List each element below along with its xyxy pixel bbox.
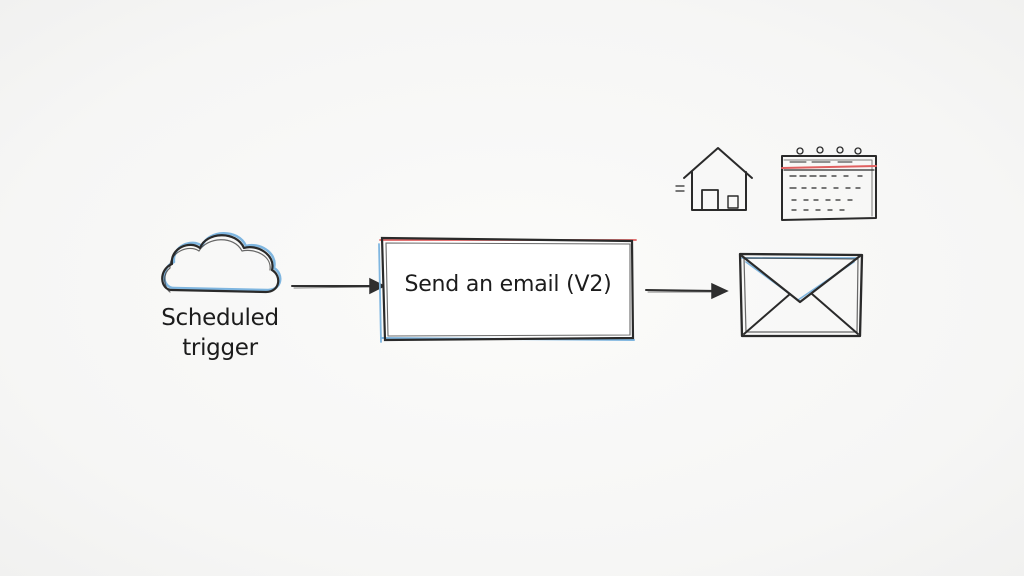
house-icon (675, 147, 753, 211)
envelope-icon (738, 252, 864, 338)
action-label: Send an email (V2) (404, 272, 612, 297)
trigger-label: Scheduled trigger (140, 303, 300, 363)
action-box (378, 236, 637, 343)
arrow-trigger-to-action (291, 277, 386, 295)
trigger-label-line2: trigger (182, 335, 258, 361)
arrow-action-to-output (645, 282, 729, 300)
cloud-icon (161, 232, 282, 294)
trigger-label-line1: Scheduled (161, 305, 279, 331)
calendar-icon (781, 146, 877, 221)
